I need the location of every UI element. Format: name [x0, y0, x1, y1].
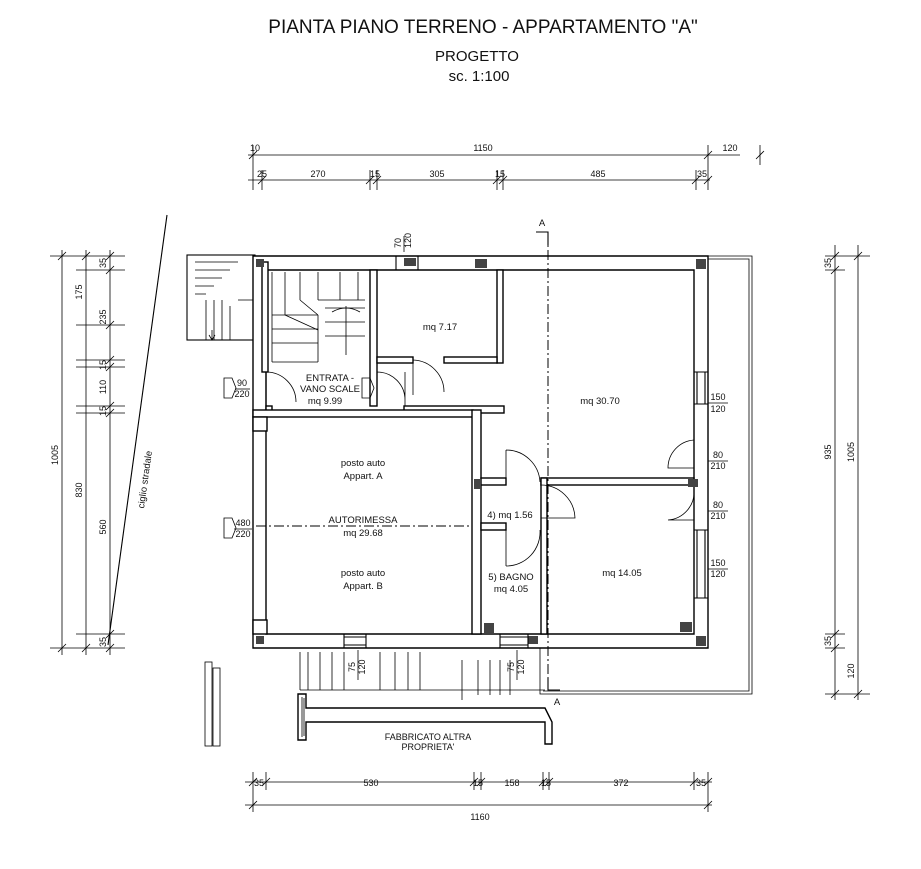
left-dim-label: 35: [98, 258, 108, 268]
section-line: [536, 231, 560, 691]
street-label: ciglio stradale: [136, 450, 155, 509]
right-dimension-chain: [825, 245, 870, 700]
bottom-window1-height: 120: [357, 659, 367, 674]
top-dim-label: 15: [370, 169, 380, 179]
interior-stair: [271, 272, 365, 363]
terrace-outline: [539, 255, 753, 695]
left-dim-label: 175: [74, 284, 84, 299]
bottom-dim-label: 15: [473, 778, 483, 788]
front-steps: [204, 652, 545, 747]
section-marker-top: A: [539, 218, 546, 229]
top-dim-label: 25: [257, 169, 267, 179]
bottom-dim-label: 530: [363, 778, 378, 788]
bottom-window2-width: 75: [506, 662, 516, 672]
left-dim-mid: 830: [74, 482, 84, 497]
plan-subtitle: PROGETTO: [435, 48, 519, 65]
right-dim-label: 35: [823, 258, 833, 268]
left-dim-label: 35: [98, 637, 108, 647]
right-door2-height: 210: [710, 511, 725, 521]
left-dim-label: 15: [98, 406, 108, 416]
top-window-width: 70: [393, 238, 403, 248]
top-dim-label: 1150: [473, 143, 492, 153]
bath-area: mq 4.05: [494, 584, 528, 595]
top-dim-label: 305: [429, 169, 444, 179]
hall-area: 4) mq 1.56: [487, 510, 532, 521]
street-line: [107, 214, 168, 646]
left-dim-label: 110: [98, 380, 108, 394]
top-dim-label: 270: [310, 169, 325, 179]
garage-name: AUTORIMESSA: [329, 515, 399, 526]
section-marker-bottom: A: [554, 697, 561, 708]
right-door2-width: 80: [713, 500, 723, 510]
hall-doors: [505, 439, 695, 567]
neighbor-label-line2: PROPRIETA': [401, 742, 454, 752]
entrance-door: [265, 371, 406, 406]
bottom-window1-width: 75: [347, 662, 357, 672]
small-room-area: mq 7.17: [423, 322, 457, 333]
entrance-label-line2: VANO SCALE: [300, 384, 360, 395]
garage-area: mq 29.68: [343, 528, 383, 539]
entrance-door-width: 90: [237, 378, 247, 388]
entrance-label-line1: ENTRATA -: [306, 373, 354, 384]
parking-a-line2: Appart. A: [343, 471, 383, 482]
right-dim-total: 1005: [846, 442, 856, 462]
top-window-height: 120: [403, 233, 413, 248]
left-dim-label: 235: [98, 309, 108, 324]
bottom-dimension-chain: [245, 772, 713, 812]
big-room-area: mq 30.70: [580, 396, 620, 407]
small-room-door: [412, 359, 445, 395]
windows: [343, 256, 708, 648]
opening-markers: [223, 377, 375, 539]
top-dim-label: 15: [495, 169, 505, 179]
garage-door-height: 220: [235, 529, 250, 539]
right-dim-label: 120: [846, 663, 856, 678]
top-dim-label: 10: [250, 143, 260, 153]
parking-b-line1: posto auto: [341, 568, 385, 579]
garage-door-width: 480: [235, 518, 250, 528]
neighbor-label-line1: FABBRICATO ALTRA: [385, 732, 472, 742]
entrance-door-height: 220: [234, 389, 249, 399]
left-dimension-chain: [50, 250, 125, 655]
plan-scale: sc. 1:100: [449, 68, 510, 85]
bottom-dim-label: 35: [254, 778, 264, 788]
bath-name: 5) BAGNO: [488, 572, 533, 583]
columns: [256, 258, 706, 646]
bottom-dim-total: 1160: [470, 812, 489, 822]
bottom-dim-label: 158: [504, 778, 519, 788]
plan-title: PIANTA PIANO TERRENO - APPARTAMENTO "A": [268, 17, 697, 38]
big-room-window-height: 120: [710, 404, 725, 414]
entrance-area: mq 9.99: [308, 396, 342, 407]
bottom-window2-height: 120: [516, 659, 526, 674]
bottom-dim-label: 35: [696, 778, 706, 788]
exterior-stair: [186, 254, 256, 341]
parking-a-line1: posto auto: [341, 458, 385, 469]
neighbor-building: [297, 693, 553, 745]
bedroom-window-height: 120: [710, 569, 725, 579]
left-dim-label: 560: [98, 519, 108, 534]
top-dim-label: 120: [722, 143, 737, 153]
bedroom-window-width: 150: [710, 558, 725, 568]
big-room-window-width: 150: [710, 392, 725, 402]
top-dim-label: 35: [697, 169, 707, 179]
bottom-dim-label: 372: [613, 778, 628, 788]
building-walls: [252, 255, 709, 649]
top-dimension-chain: [248, 145, 765, 190]
bedroom-area: mq 14.05: [602, 568, 642, 579]
left-dim-label: 15: [98, 360, 108, 370]
top-dim-label: 485: [590, 169, 605, 179]
left-dim-total: 1005: [50, 445, 60, 465]
bottom-dim-label: 15: [541, 778, 551, 788]
right-door1-height: 210: [710, 461, 725, 471]
right-door1-width: 80: [713, 450, 723, 460]
parking-b-line2: Appart. B: [343, 581, 383, 592]
right-dim-label: 35: [823, 636, 833, 646]
right-dim-label: 935: [823, 444, 833, 459]
